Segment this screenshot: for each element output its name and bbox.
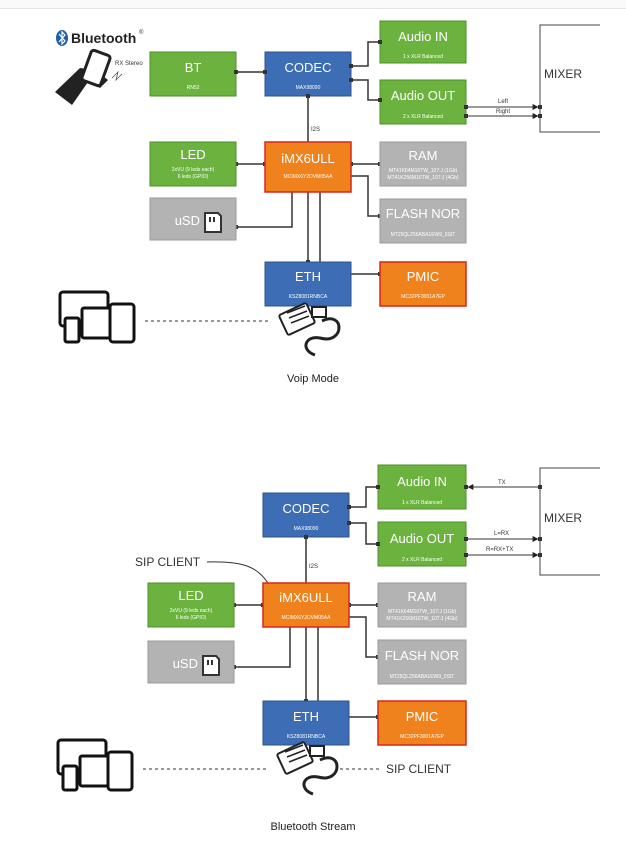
svg-text:MAX98090: MAX98090 <box>294 526 319 532</box>
sd-card-icon <box>204 212 222 233</box>
svg-text:MT25QL256ABA1EW9_0SIT: MT25QL256ABA1EW9_0SIT <box>390 674 455 680</box>
ethernet-cable-icon <box>278 302 341 357</box>
svg-text:MT41K256M16TW_107:J (4Gb): MT41K256M16TW_107:J (4Gb) <box>387 175 458 181</box>
tx-label: TX <box>498 480 506 486</box>
imx6ull-box: iMX6ULL MCIMX6Y2DVM05AA <box>264 141 352 193</box>
svg-text:Audio OUT: Audio OUT <box>391 88 455 103</box>
svg-text:2xVU (9 leds each): 2xVU (9 leds each) <box>172 167 215 173</box>
svg-text:1 x XLR Balanced: 1 x XLR Balanced <box>402 500 442 506</box>
svg-text:Audio OUT: Audio OUT <box>390 531 454 546</box>
svg-text:CODEC: CODEC <box>285 60 332 75</box>
i2s-label: I2S <box>311 127 320 133</box>
svg-text:MT25QL256ABA1EW9_0SIT: MT25QL256ABA1EW9_0SIT <box>391 232 456 238</box>
sip-client-label-top: SIP CLIENT <box>135 555 201 569</box>
lrx-label: L=RX <box>494 531 509 537</box>
svg-text:MT41K256M16TW_107:J (4Gb): MT41K256M16TW_107:J (4Gb) <box>386 616 457 622</box>
usd-box: uSD <box>147 640 235 684</box>
svg-text:MT41K64M16TW_107:J (1Gb): MT41K64M16TW_107:J (1Gb) <box>389 168 458 174</box>
svg-text:MIXER: MIXER <box>544 67 582 81</box>
svg-text:MCIMX6Y2DVM05AA: MCIMX6Y2DVM05AA <box>282 615 332 621</box>
svg-text:6 leds (GPIO): 6 leds (GPIO) <box>178 174 209 180</box>
pmic-box: PMIC MC32PF3001A7EP <box>379 261 467 307</box>
bluetooth-wordmark: Bluetooth <box>71 30 136 46</box>
led-box: LED 2xVU (9 leds each) 6 leds (GPIO) <box>147 582 235 628</box>
svg-text:PMIC: PMIC <box>407 269 440 284</box>
svg-text:BT: BT <box>185 60 202 75</box>
voip-mode-diagram: Bluetooth ® RX Stereo BT RN52 CODEC MAX9… <box>0 10 626 375</box>
phone-hand-icon <box>55 48 123 105</box>
eth-box: ETH KSZ8081RNBCA <box>262 700 350 746</box>
connectors <box>236 41 380 275</box>
svg-text:MIXER: MIXER <box>544 511 582 525</box>
audio-out-box: Audio OUT 2 x XLR Balanced <box>377 521 467 567</box>
audio-in-box: Audio IN 1 x XLR Balanced <box>379 20 467 64</box>
svg-text:LED: LED <box>178 588 203 603</box>
sip-client-label-bottom: SIP CLIENT <box>386 762 452 776</box>
pmic-box: PMIC MC32PF3001A7EP <box>377 700 467 746</box>
svg-text:RAM: RAM <box>409 148 438 163</box>
bt-box: BT RN52 <box>149 51 237 97</box>
flash-nor-box: FLASH NOR MT25QL256ABA1EW9_0SIT <box>379 198 467 244</box>
svg-text:uSD: uSD <box>173 656 198 671</box>
svg-text:uSD: uSD <box>175 213 200 228</box>
codec-box: CODEC MAX98090 <box>264 51 352 97</box>
svg-text:2 x XLR Balanced: 2 x XLR Balanced <box>403 114 443 120</box>
sd-card-icon <box>202 655 220 676</box>
svg-text:1 x XLR Balanced: 1 x XLR Balanced <box>403 54 443 60</box>
flash-nor-box: FLASH NOR MT25QL256ABA1EW9_0SIT <box>377 639 467 685</box>
right-label: Right <box>496 109 510 115</box>
svg-text:ETH: ETH <box>293 709 319 724</box>
ethernet-cable-icon <box>276 741 339 796</box>
svg-text:MC32PF3001A7EP: MC32PF3001A7EP <box>401 294 445 300</box>
caption-voip-mode: Voip Mode <box>287 373 339 385</box>
svg-text:PMIC: PMIC <box>406 709 439 724</box>
svg-text:Audio IN: Audio IN <box>397 474 447 489</box>
ram-box: RAM MT41K64M16TW_107:J (1Gb) MT41K256M16… <box>377 582 467 628</box>
mixer-box: MIXER <box>539 24 600 133</box>
led-box: LED 2xVU (9 leds each) 6 leds (GPIO) <box>149 141 237 187</box>
svg-text:LED: LED <box>180 147 205 162</box>
ram-box: RAM MT41K64M16TW_107:J (1Gb) MT41K256M16… <box>379 141 467 187</box>
svg-text:RN52: RN52 <box>187 85 200 91</box>
devices-icon <box>56 738 134 792</box>
svg-text:MAX98090: MAX98090 <box>296 85 321 91</box>
svg-text:2xVU (9 leds each): 2xVU (9 leds each) <box>170 608 213 614</box>
imx6ull-box: iMX6ULL MCIMX6Y2DVM05AA <box>262 582 350 628</box>
svg-text:CODEC: CODEC <box>283 501 330 516</box>
svg-text:Audio IN: Audio IN <box>398 29 448 44</box>
svg-text:2 x XLR Balanced: 2 x XLR Balanced <box>402 557 442 563</box>
eth-box: ETH KSZ8081RNBCA <box>264 261 352 307</box>
devices-icon <box>58 290 136 344</box>
svg-text:MT41K64M16TW_107:J (1Gb): MT41K64M16TW_107:J (1Gb) <box>388 609 457 615</box>
mixer-box: MIXER <box>539 467 600 576</box>
bluetooth-stream-diagram: CODEC MAX98090 Audio IN 1 x XLR Balanced… <box>0 455 626 825</box>
svg-text:FLASH NOR: FLASH NOR <box>386 206 460 221</box>
top-bar <box>0 0 626 9</box>
audio-out-box: Audio OUT 2 x XLR Balanced <box>379 79 467 125</box>
rx-stereo-label: RX Stereo <box>115 61 143 67</box>
rrxtx-label: R=RX+TX <box>486 547 513 553</box>
svg-text:iMX6ULL: iMX6ULL <box>279 590 332 605</box>
usd-box: uSD <box>149 197 237 241</box>
audio-in-box: Audio IN 1 x XLR Balanced <box>377 464 467 510</box>
svg-text:ETH: ETH <box>295 269 321 284</box>
svg-text:6 leds (GPIO): 6 leds (GPIO) <box>176 615 207 621</box>
svg-text:MC32PF3001A7EP: MC32PF3001A7EP <box>400 734 444 740</box>
svg-text:MCIMX6Y2DVM05AA: MCIMX6Y2DVM05AA <box>284 174 334 180</box>
left-label: Left <box>498 99 508 105</box>
svg-text:FLASH NOR: FLASH NOR <box>385 648 459 663</box>
svg-text:®: ® <box>139 29 144 36</box>
svg-text:RAM: RAM <box>408 589 437 604</box>
caption-bluetooth-stream: Bluetooth Stream <box>270 821 356 833</box>
svg-text:iMX6ULL: iMX6ULL <box>281 151 334 166</box>
svg-text:KSZ8081RNBCA: KSZ8081RNBCA <box>289 294 328 300</box>
bluetooth-logo: Bluetooth ® <box>56 29 144 46</box>
svg-text:KSZ8081RNBCA: KSZ8081RNBCA <box>287 734 326 740</box>
codec-box: CODEC MAX98090 <box>262 492 350 538</box>
i2s-label: I2S <box>309 564 318 570</box>
